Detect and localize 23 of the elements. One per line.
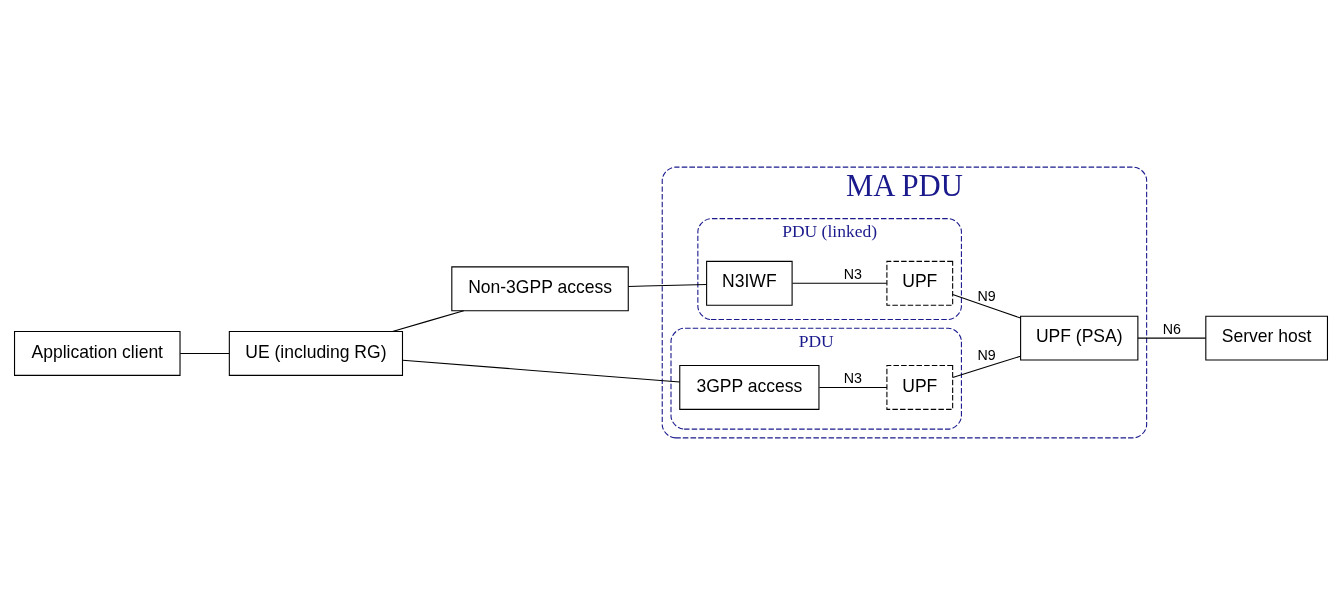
node-box: Server host	[1205, 315, 1328, 361]
node-box: UPF	[886, 260, 954, 306]
node-box: UPF (PSA)	[1020, 315, 1139, 361]
connector	[818, 386, 888, 388]
connector	[791, 282, 888, 284]
edge-label: N3	[843, 266, 863, 283]
edge-label: N9	[977, 288, 996, 305]
node-box: 3GPP access	[679, 364, 820, 410]
edge-label: N9	[977, 347, 996, 364]
connector	[1137, 337, 1207, 339]
connector	[391, 310, 465, 333]
node-box: N3IWF	[706, 260, 793, 306]
connector	[179, 352, 230, 354]
node-box: Non-3GPP access	[451, 266, 629, 312]
node-box: UPF	[886, 364, 954, 410]
connector	[627, 283, 708, 288]
connector	[952, 293, 1022, 319]
edge-label: N6	[1162, 321, 1181, 338]
edge-label: N3	[843, 370, 863, 387]
node-box: Application client	[13, 331, 181, 376]
node-box: UE (including RG)	[228, 331, 404, 376]
connector	[402, 359, 681, 383]
connector	[952, 355, 1022, 378]
